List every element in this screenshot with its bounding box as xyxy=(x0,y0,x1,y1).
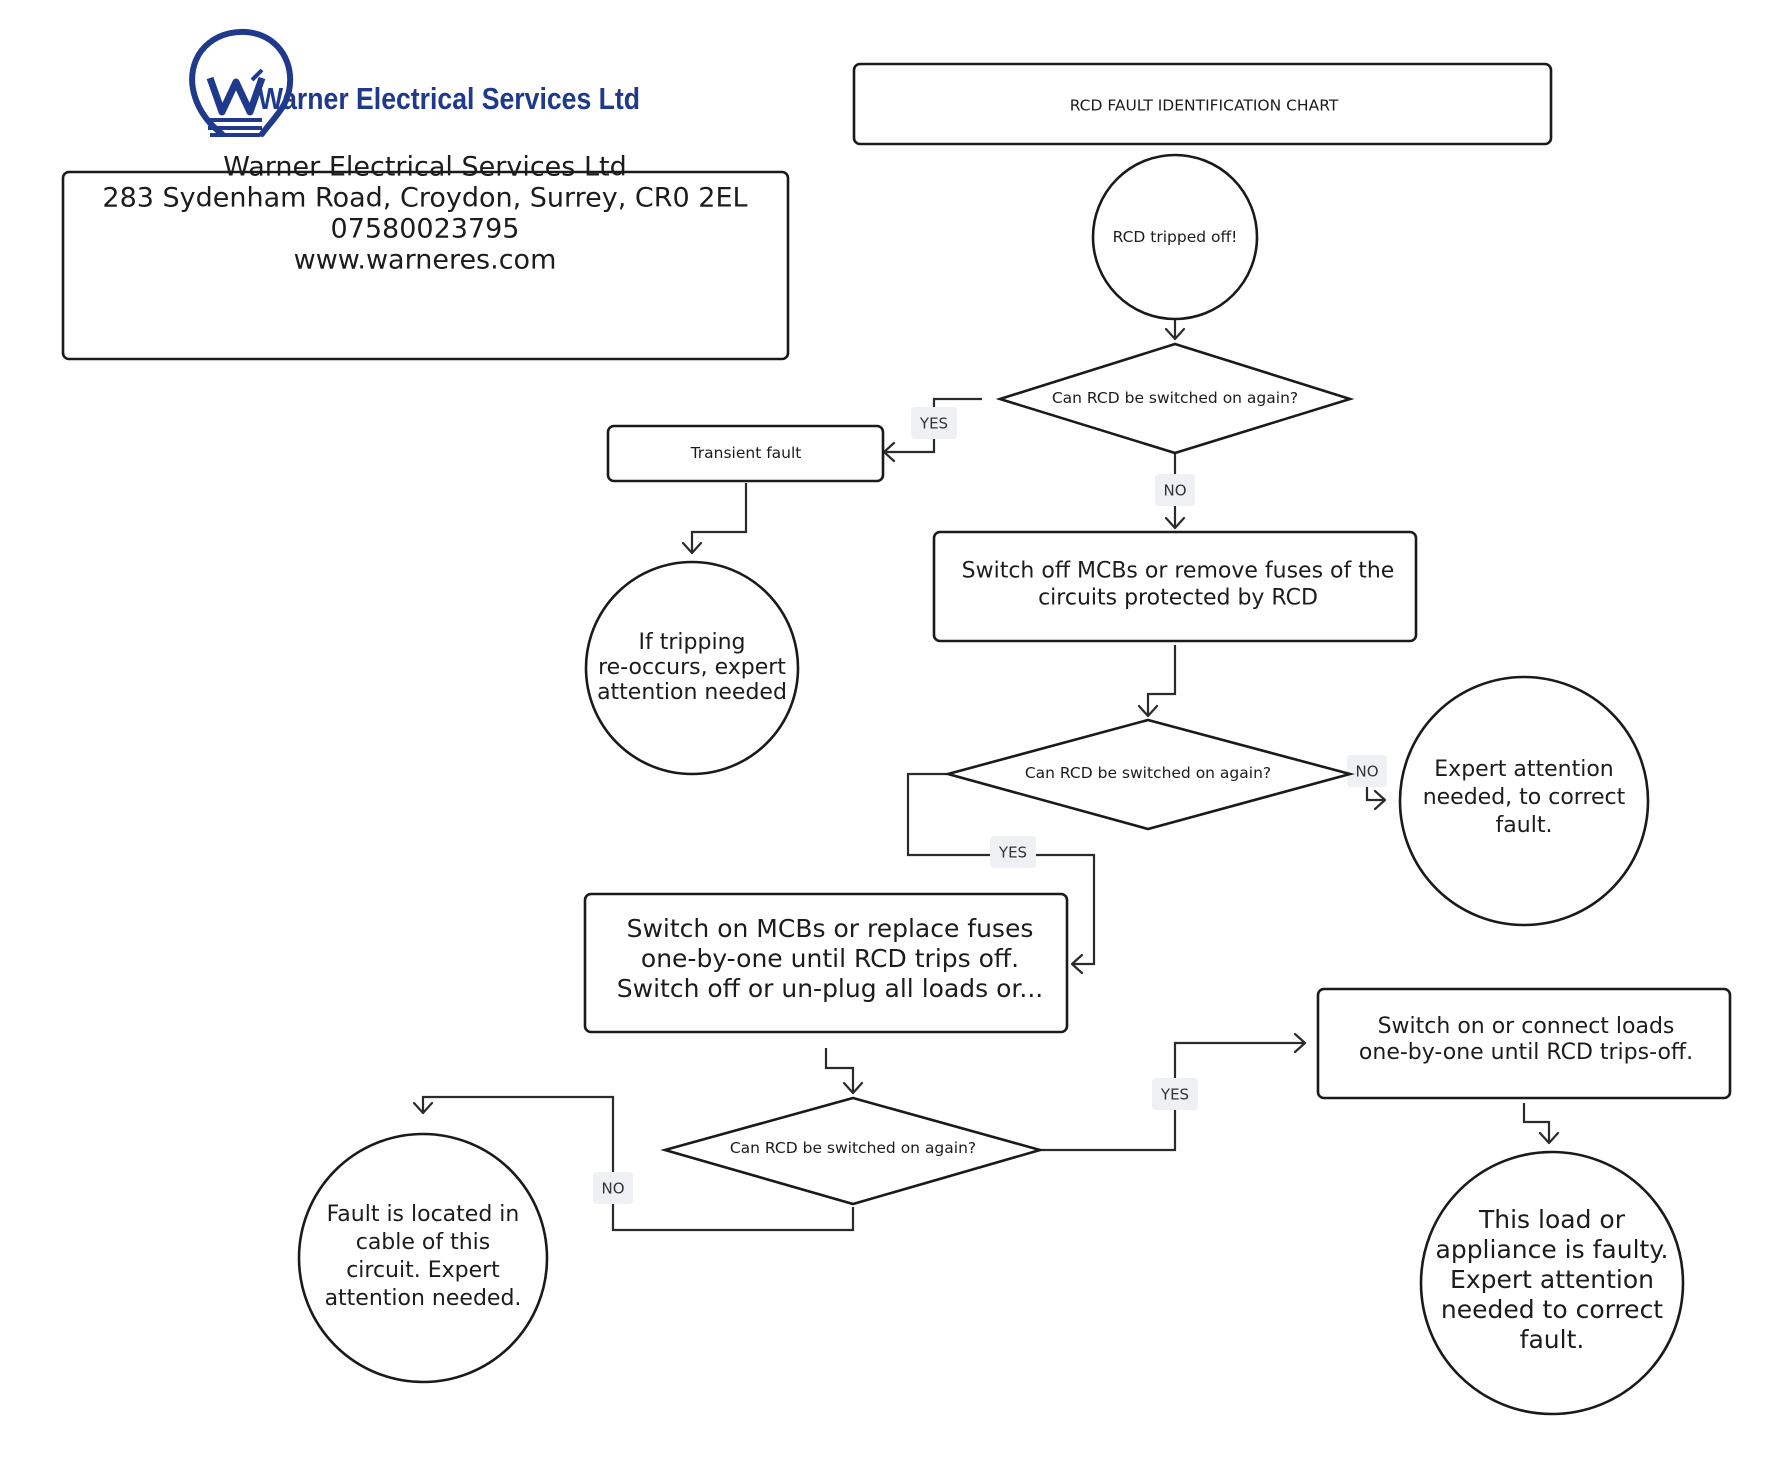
edge-label-q3-no: NO xyxy=(601,1180,624,1198)
arrowhead xyxy=(681,541,703,555)
label-line: Expert attention xyxy=(1434,757,1613,782)
label-line: re-occurs, expert xyxy=(598,655,786,680)
label-line: cable of this xyxy=(356,1230,491,1255)
label-line: circuit. Expert xyxy=(346,1258,500,1283)
node-q3-label: Can RCD be switched on again? xyxy=(730,1139,976,1157)
label-line: Expert attention xyxy=(1450,1265,1654,1294)
label-line: Switch on MCBs or replace fuses xyxy=(627,914,1034,943)
label-line: This load or xyxy=(1478,1205,1626,1234)
edge-label-q2-no: NO xyxy=(1355,763,1378,781)
edge-labels: YES NO NO YES YES NO xyxy=(593,407,1387,1204)
edge-switchonmcb-q3 xyxy=(824,1048,855,1093)
label-line: Warner Electrical Services Ltd xyxy=(223,151,626,182)
arrowhead xyxy=(842,1081,864,1095)
label-line: attention needed. xyxy=(325,1286,522,1311)
label-line: Fault is located in xyxy=(327,1202,520,1227)
label-line: RCD tripped off! xyxy=(1113,228,1238,246)
arrowhead xyxy=(1293,1032,1307,1054)
label-line: circuits protected by RCD xyxy=(1038,586,1318,611)
node-transient-label: Transient fault xyxy=(690,444,802,462)
label-line: Can RCD be switched on again? xyxy=(730,1139,976,1157)
node-expert1-label: Expert attention needed, to correct fault. xyxy=(1423,757,1626,838)
edge-transient-retrip xyxy=(690,483,748,553)
node-q2-label: Can RCD be switched on again? xyxy=(1025,764,1271,782)
node-cable-fault-label: Fault is located in cable of this circuit.… xyxy=(325,1202,522,1311)
node-start-label: RCD tripped off! xyxy=(1113,228,1238,246)
company-logo: Warner Electrical Services Ltd xyxy=(189,28,640,137)
label-line: one-by-one until RCD trips off. xyxy=(641,944,1019,973)
label-line: 283 Sydenham Road, Croydon, Surrey, CR0 … xyxy=(102,182,747,213)
label-line: fault. xyxy=(1496,813,1553,838)
label-line: Can RCD be switched on again? xyxy=(1052,389,1298,407)
label-line: Can RCD be switched on again? xyxy=(1025,764,1271,782)
arrowhead xyxy=(1164,327,1186,341)
arrowhead xyxy=(412,1101,434,1115)
node-q3: Can RCD be switched on again? xyxy=(660,1096,1045,1206)
node-expert1: Expert attention needed, to correct fault. xyxy=(1398,675,1650,927)
label-line: www.warneres.com xyxy=(294,244,557,275)
label-line: fault. xyxy=(1520,1325,1585,1354)
edge-connectloads-loadfaulty xyxy=(1522,1103,1551,1143)
label-line: one-by-one until RCD trips-off. xyxy=(1359,1040,1693,1065)
label-line: 07580023795 xyxy=(331,213,520,244)
label-line: Transient fault xyxy=(690,444,802,462)
label-line: Switch off or un-plug all loads or... xyxy=(617,974,1043,1003)
node-transient: Transient fault xyxy=(606,424,885,483)
node-start: RCD tripped off! xyxy=(1091,153,1259,321)
node-q1-label: Can RCD be switched on again? xyxy=(1052,389,1298,407)
arrowhead xyxy=(1137,704,1159,718)
arrowhead xyxy=(1373,789,1387,811)
node-cable-fault: Fault is located in cable of this circuit.… xyxy=(297,1132,549,1384)
label-line: needed, to correct xyxy=(1423,785,1626,810)
label-line: appliance is faulty. xyxy=(1436,1235,1669,1264)
label-line: needed to correct xyxy=(1441,1295,1663,1324)
chart-title: RCD FAULT IDENTIFICATION CHART xyxy=(1070,97,1339,115)
edge-label-q1-yes: YES xyxy=(919,415,948,433)
edge-label-q2-yes: YES xyxy=(998,844,1027,862)
arrowhead xyxy=(1164,516,1186,530)
edge-q3-cablefault xyxy=(421,1095,855,1232)
node-q2: Can RCD be switched on again? xyxy=(943,718,1355,831)
logo-text: Warner Electrical Services Ltd xyxy=(258,81,640,116)
label-line: Switch on or connect loads xyxy=(1378,1014,1675,1039)
edge-switchoff-q2 xyxy=(1146,645,1177,716)
edge-label-q1-no: NO xyxy=(1163,482,1186,500)
label-line: Switch off MCBs or remove fuses of the xyxy=(962,559,1395,584)
chart-title-box: RCD FAULT IDENTIFICATION CHART xyxy=(852,62,1553,146)
label-line: If tripping xyxy=(639,630,746,655)
label-line: attention needed xyxy=(597,680,787,705)
arrowhead xyxy=(1538,1131,1560,1145)
lightbulb-logo-icon xyxy=(189,28,294,137)
edge-label-q3-yes: YES xyxy=(1160,1086,1189,1104)
node-q1: Can RCD be switched on again? xyxy=(995,342,1355,455)
arrowhead xyxy=(1070,953,1084,975)
